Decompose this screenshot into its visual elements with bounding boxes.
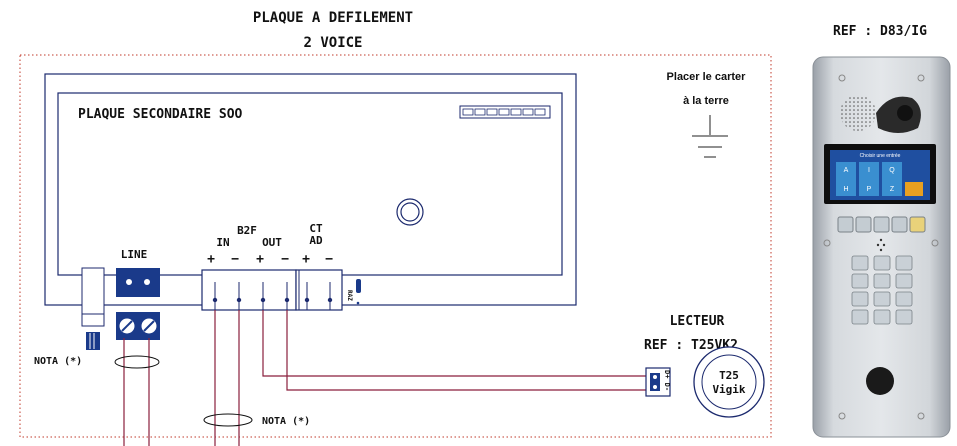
b2f-terminal-block	[201, 269, 297, 311]
ctad-label-line2: AD	[309, 234, 323, 247]
title-line1: PLAQUE A DEFILEMENT	[253, 10, 413, 26]
svg-text:P: P	[867, 186, 872, 193]
title-line2: 2 VOICE	[303, 35, 362, 51]
intercom-panel: Choisir une entrée A I Q H P Z	[812, 56, 951, 438]
polarity-minus: −	[231, 252, 239, 267]
potentiometer-icon	[396, 198, 424, 226]
enclosure-border	[19, 54, 772, 438]
panel-ref: REF : D83/IG	[833, 24, 927, 39]
screw-icon	[118, 317, 136, 335]
raz-label: RAZ	[346, 290, 353, 301]
polarity-plus: +	[207, 252, 215, 267]
svg-text:Q: Q	[889, 167, 895, 174]
reader-badge-line2: Vigik	[712, 383, 745, 396]
screw-icon	[140, 317, 158, 335]
polarity-plus: +	[302, 252, 310, 267]
ground-icon	[692, 115, 728, 158]
nota-marker	[203, 413, 253, 427]
ground-note-line2: à la terre	[683, 95, 729, 107]
screen-header: Choisir une entrée	[860, 153, 901, 159]
reader-pins-label: D+ D-	[663, 370, 671, 391]
line-label: LINE	[121, 248, 148, 261]
reader-title: LECTEUR	[670, 314, 725, 329]
speaker-grille-icon	[840, 95, 876, 131]
ground-note-line1: Placer le carter	[667, 71, 747, 83]
svg-text:Z: Z	[890, 186, 895, 193]
secondary-plate-label: PLAQUE SECONDAIRE SOO	[78, 107, 243, 122]
svg-text:I: I	[868, 167, 870, 174]
reader-ref: REF : T25VK2	[644, 338, 738, 353]
ctad-label-line1: CT	[309, 222, 323, 235]
panel-reader-icon	[866, 367, 894, 395]
segment-indicator	[459, 105, 551, 119]
polarity-minus: −	[325, 252, 333, 267]
ctad-terminal-block	[295, 269, 343, 311]
out-label: OUT	[262, 236, 282, 249]
svg-text:A: A	[844, 167, 849, 174]
secondary-plate-box	[57, 92, 563, 276]
wires	[123, 310, 650, 446]
reader-badge-line1: T25	[719, 369, 739, 382]
fuse-icon	[81, 267, 105, 350]
svg-text:H: H	[843, 186, 848, 193]
in-label: IN	[216, 236, 229, 249]
polarity-minus: −	[281, 252, 289, 267]
raz-switch	[356, 279, 361, 293]
keypad	[851, 255, 913, 325]
nota-label-bottom: NOTA (*)	[262, 416, 310, 427]
line-connector-top	[116, 268, 160, 297]
b2f-label: B2F	[237, 224, 257, 237]
nota-label-left: NOTA (*)	[34, 356, 82, 367]
reader-badge	[693, 346, 765, 418]
terminal-pins	[214, 282, 331, 310]
nota-marker	[114, 355, 160, 369]
polarity-plus: +	[256, 252, 264, 267]
